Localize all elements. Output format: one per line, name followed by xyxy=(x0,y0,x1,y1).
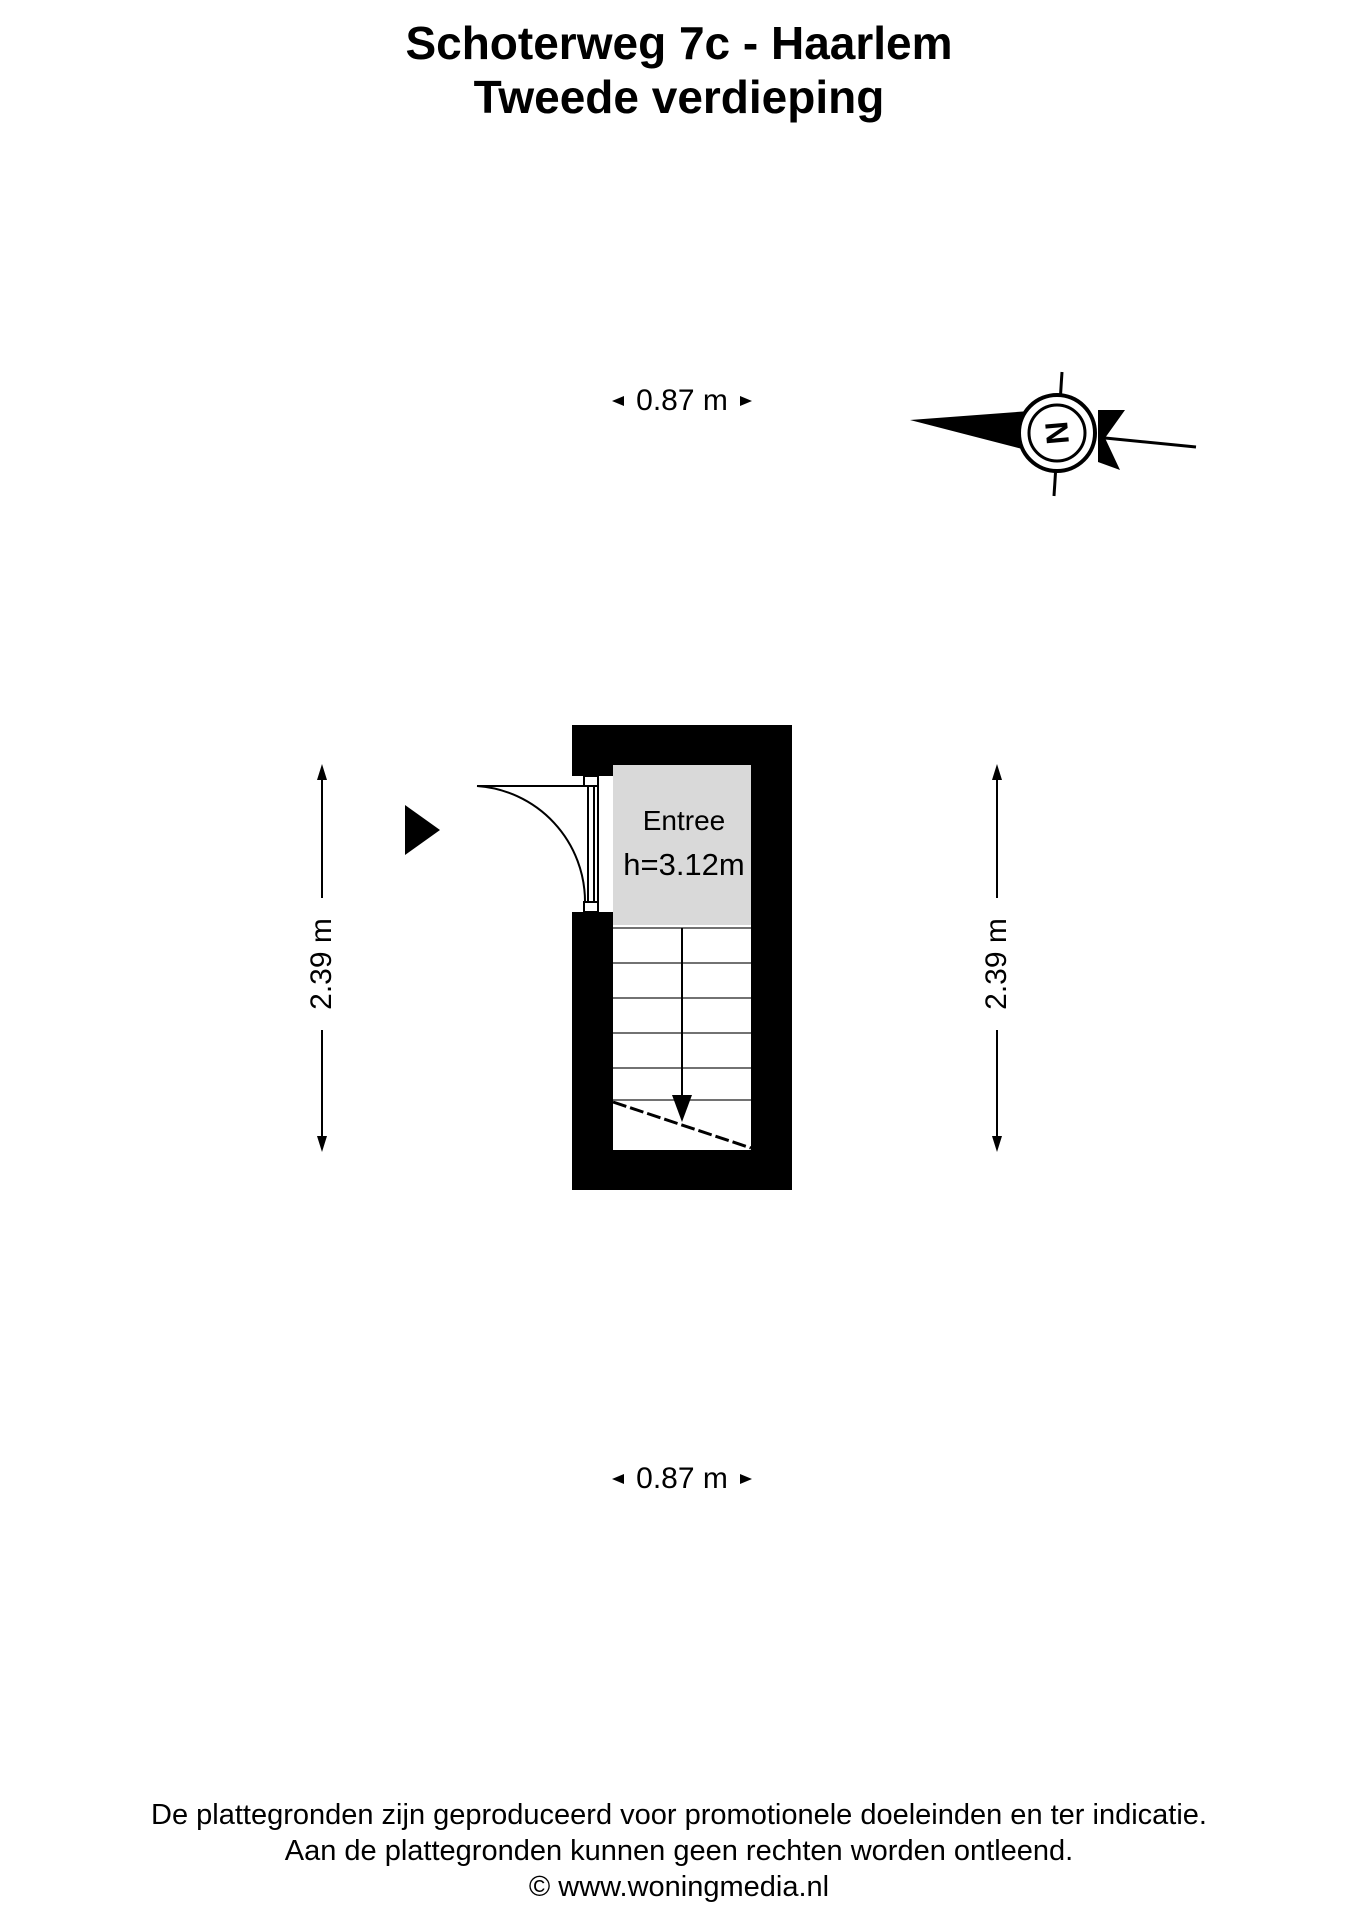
dim-arrow-top-left xyxy=(612,396,624,406)
dim-arrow-top-right xyxy=(740,396,752,406)
door-jamb-top xyxy=(583,775,599,787)
door-swing-arc xyxy=(476,785,587,903)
page-subtitle: Tweede verdieping xyxy=(473,71,885,123)
room-height-label: h=3.12m xyxy=(623,847,745,882)
stair-direction-arrow xyxy=(672,1095,692,1122)
page-title: Schoterweg 7c - Haarlem xyxy=(405,17,953,69)
walls xyxy=(572,725,792,1190)
door-jamb-bottom xyxy=(583,901,599,913)
stair-cut-line xyxy=(612,1100,752,1150)
door-leaf xyxy=(587,785,595,903)
compass-north-label: N xyxy=(1038,420,1076,446)
compass-icon: N xyxy=(910,371,1197,497)
dimension-left-height: 2.39 m xyxy=(305,918,338,1010)
disclaimer-line-1: De plattegronden zijn geproduceerd voor … xyxy=(151,1799,1207,1831)
dimension-top-width: 0.87 m xyxy=(636,384,728,417)
disclaimer-line-2: Aan de plattegronden kunnen geen rechten… xyxy=(284,1835,1074,1867)
dim-arrow-bottom-left xyxy=(612,1474,624,1484)
entrance-arrow-icon xyxy=(405,805,440,855)
room-label-entree: Entree xyxy=(642,805,726,836)
dim-arrow-bottom-right xyxy=(740,1474,752,1484)
wall-outline xyxy=(572,725,792,1190)
room-floor-entree xyxy=(613,765,751,925)
copyright-line: © www.woningmedia.nl xyxy=(528,1871,830,1903)
dimension-bottom-width: 0.87 m xyxy=(636,1462,728,1495)
dimension-right-height: 2.39 m xyxy=(980,918,1013,1010)
